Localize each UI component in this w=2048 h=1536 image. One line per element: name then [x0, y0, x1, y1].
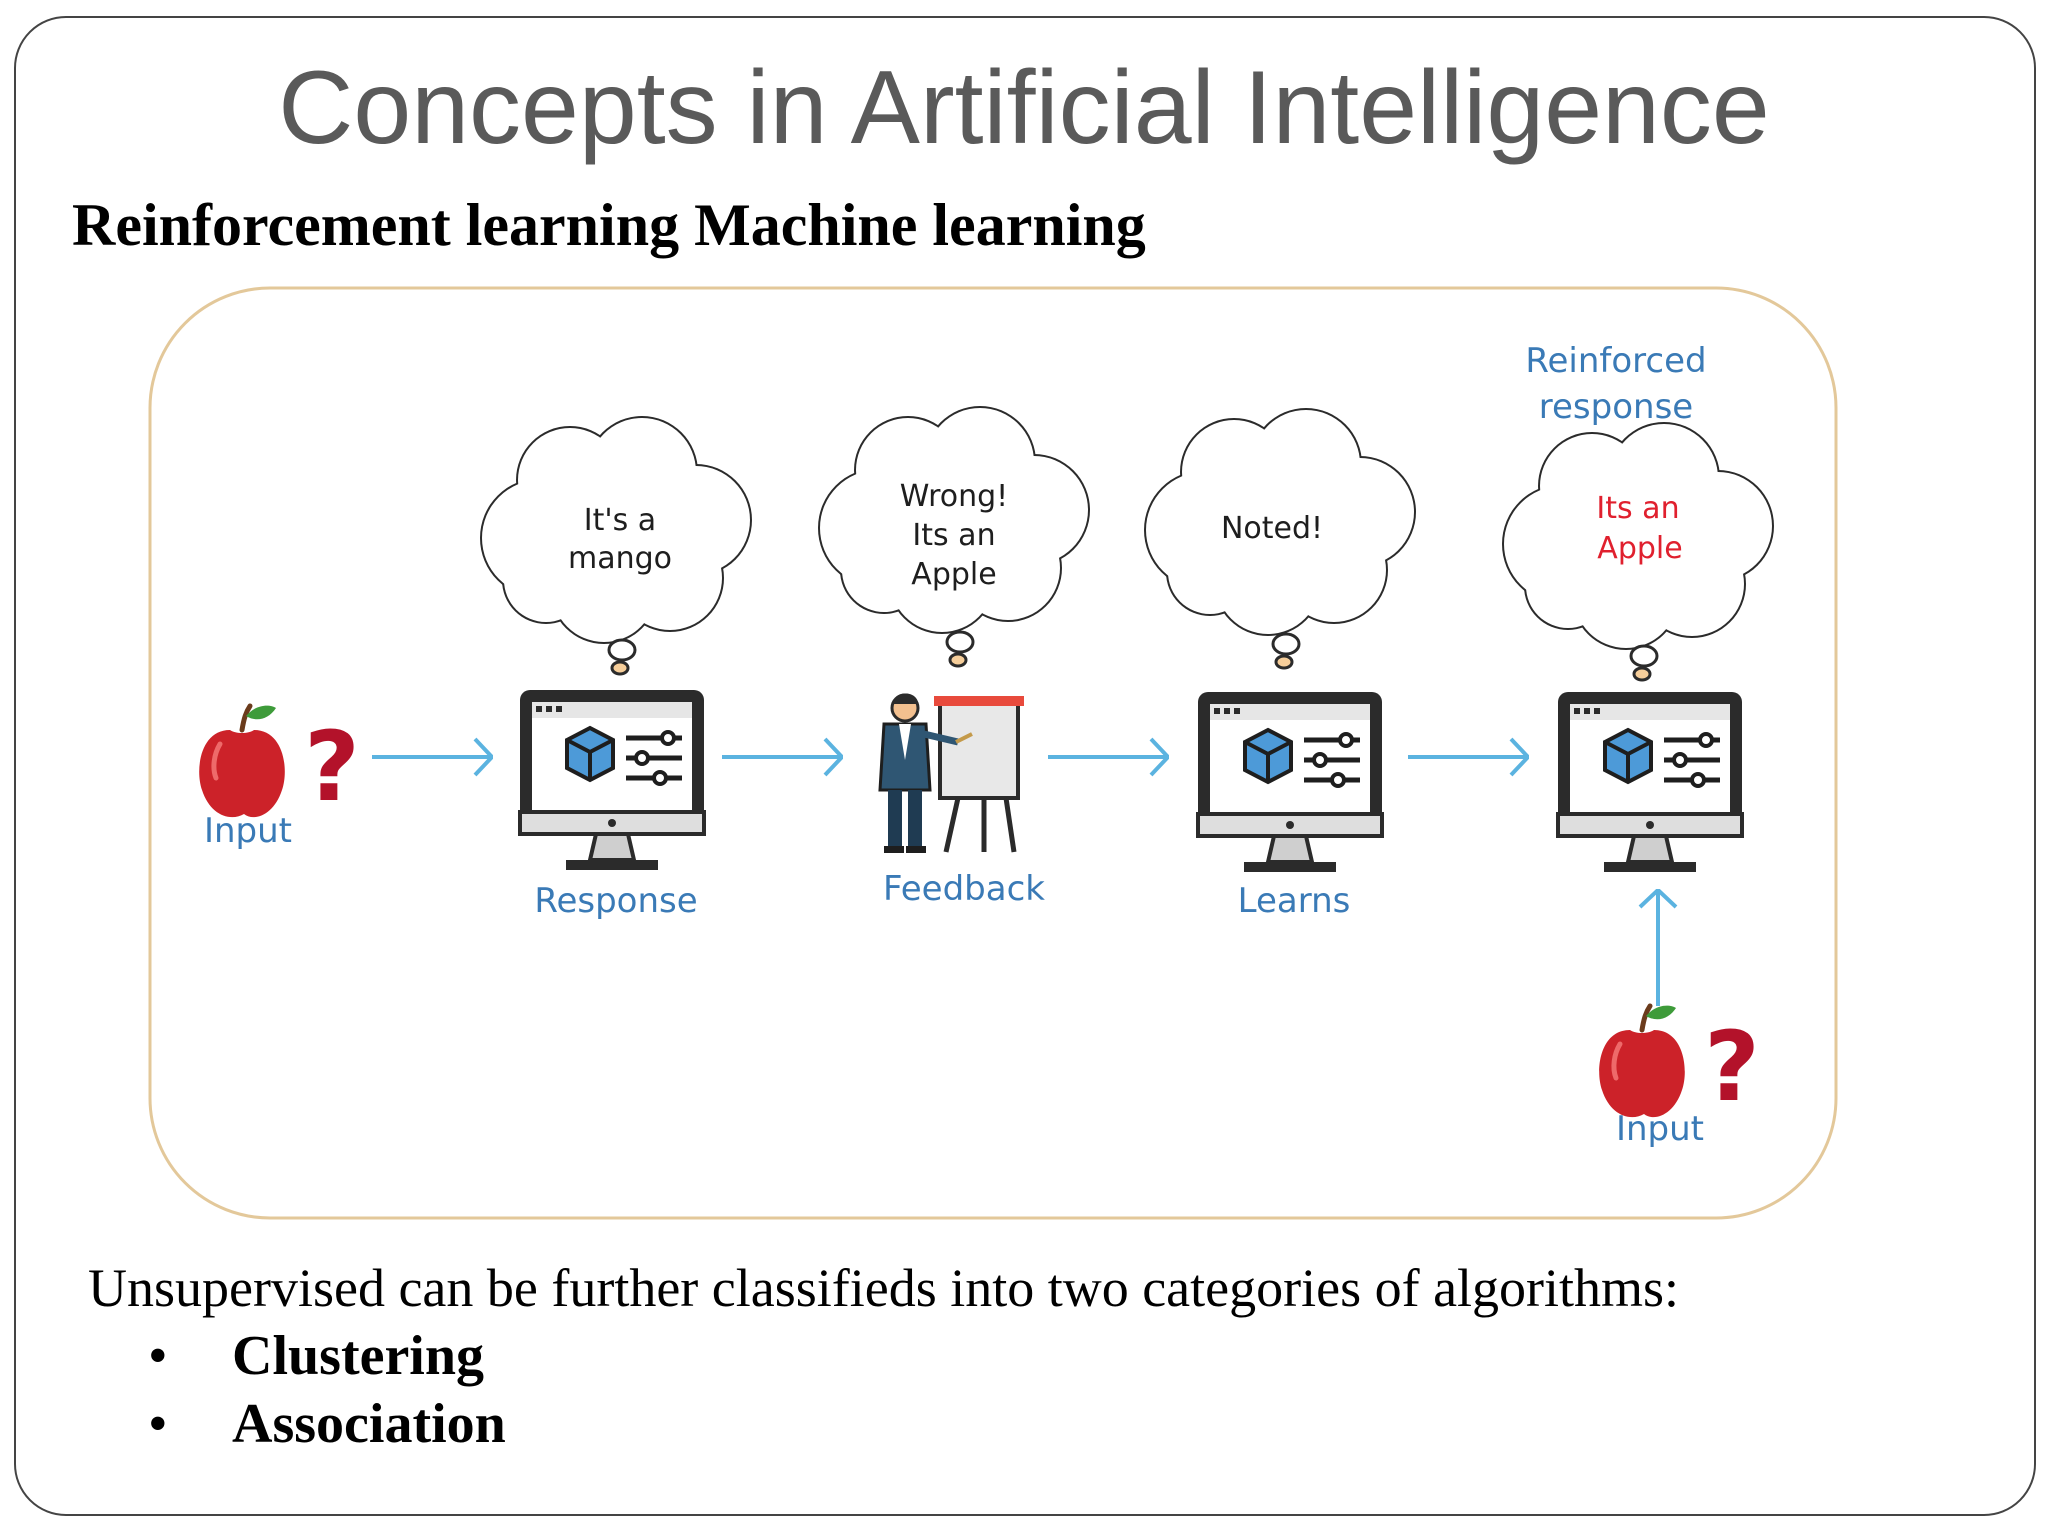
- bullet-dot: •: [148, 1393, 168, 1455]
- stage-label-learns: Learns: [1238, 881, 1351, 921]
- body-text: Unsupervised can be further classifieds …: [88, 1258, 1680, 1318]
- thought-cloud-response: [480, 416, 752, 676]
- bullet-clustering: Clustering: [232, 1325, 484, 1387]
- teacher-presenting-icon: [878, 693, 1024, 853]
- thought-learns-line1: Noted!: [1221, 511, 1323, 546]
- diagram-frame: [148, 286, 1838, 1220]
- thought-response-line1: It's a: [584, 503, 656, 538]
- thought-response-line2: mango: [568, 541, 672, 576]
- thought-cloud-learns: [1144, 408, 1416, 670]
- slide-title: Concepts in Artificial Intelligence: [278, 50, 1770, 166]
- thought-reinforced-line1: Its an: [1596, 491, 1679, 526]
- reinforced-label-line2: response: [1539, 387, 1693, 427]
- bullet-association: Association: [232, 1393, 506, 1455]
- thought-cloud-feedback: [818, 406, 1090, 668]
- slide-subtitle: Reinforcement learning Machine learning: [72, 192, 1146, 258]
- thought-feedback-line1: Wrong!: [900, 479, 1008, 514]
- reinforced-label-line1: Reinforced: [1525, 341, 1706, 381]
- bullet-item: • Association: [140, 1390, 506, 1458]
- thought-reinforced-line2: Apple: [1597, 531, 1682, 566]
- thought-feedback-line2: Its an: [912, 518, 995, 553]
- bullet-list: • Clustering • Association: [140, 1322, 506, 1458]
- input-label: Input: [204, 811, 292, 851]
- bullet-item: • Clustering: [140, 1322, 506, 1390]
- input-label-2: Input: [1616, 1109, 1704, 1149]
- computer-monitor-icon: [520, 690, 704, 870]
- stage-label-feedback: Feedback: [883, 869, 1045, 909]
- computer-monitor-icon: [1558, 692, 1742, 872]
- thought-feedback-line3: Apple: [911, 557, 996, 592]
- computer-monitor-icon: [1198, 692, 1382, 872]
- thought-cloud-reinforced: [1502, 422, 1774, 682]
- bullet-dot: •: [148, 1325, 168, 1387]
- input-apple-question: [1599, 1006, 1760, 1123]
- input-apple-question: [199, 706, 360, 823]
- stage-label-response: Response: [534, 881, 697, 921]
